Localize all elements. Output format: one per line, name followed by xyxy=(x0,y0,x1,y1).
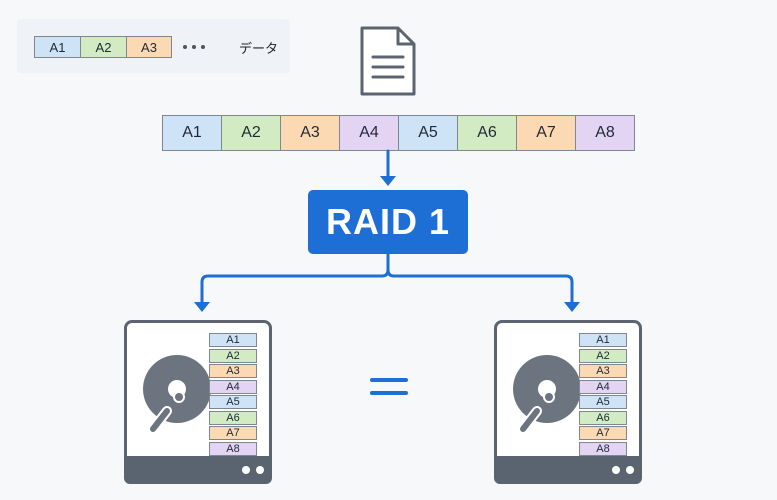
drive-block-a8: A8 xyxy=(579,441,627,456)
drive-block-a5: A5 xyxy=(209,395,257,409)
drive-block-a7: A7 xyxy=(209,426,257,440)
drive-block-a1: A1 xyxy=(209,333,257,347)
drive-block-a7: A7 xyxy=(579,426,627,440)
drive-block-a3: A3 xyxy=(209,364,257,378)
legend-label: データ xyxy=(239,40,279,56)
drive-block-a8: A8 xyxy=(209,441,257,456)
legend-cell-a1: A1 xyxy=(34,36,80,58)
led-icon xyxy=(612,466,620,474)
data-block-a7: A7 xyxy=(517,116,576,150)
led-icon xyxy=(626,466,634,474)
equals-icon xyxy=(370,378,408,398)
hard-disk-icon xyxy=(143,355,211,434)
raid-1-box: RAID 1 xyxy=(308,190,468,254)
drive-base xyxy=(494,456,642,484)
arrow-to-left-drive xyxy=(200,252,390,306)
arrow-to-right-drive xyxy=(386,268,574,306)
drive-block-a4: A4 xyxy=(209,379,257,394)
hard-disk-icon xyxy=(513,355,581,434)
data-block-a4: A4 xyxy=(340,116,399,150)
led-icon xyxy=(256,466,264,474)
drive-block-a3: A3 xyxy=(579,364,627,378)
legend: A1 A2 A3 データ xyxy=(17,19,290,73)
drive-block-a1: A1 xyxy=(579,333,627,347)
legend-row: A1 A2 A3 データ xyxy=(34,36,278,58)
drive-block-a4: A4 xyxy=(579,379,627,394)
data-block-a5: A5 xyxy=(399,116,458,150)
drive-block-a2: A2 xyxy=(209,348,257,363)
legend-cell-a2: A2 xyxy=(80,36,126,58)
ellipsis-icon xyxy=(183,45,205,49)
data-block-a6: A6 xyxy=(458,116,517,150)
led-icon xyxy=(242,466,250,474)
drive-base xyxy=(124,456,272,484)
data-block-a8: A8 xyxy=(576,116,634,150)
data-block-a1: A1 xyxy=(163,116,222,150)
legend-cell-a3: A3 xyxy=(126,36,172,58)
data-block-a2: A2 xyxy=(222,116,281,150)
drive-block-a6: A6 xyxy=(209,410,257,425)
data-block-a3: A3 xyxy=(281,116,340,150)
drive-block-a5: A5 xyxy=(579,395,627,409)
drive-block-a2: A2 xyxy=(579,348,627,363)
document-icon xyxy=(360,26,416,96)
drive-block-a6: A6 xyxy=(579,410,627,425)
